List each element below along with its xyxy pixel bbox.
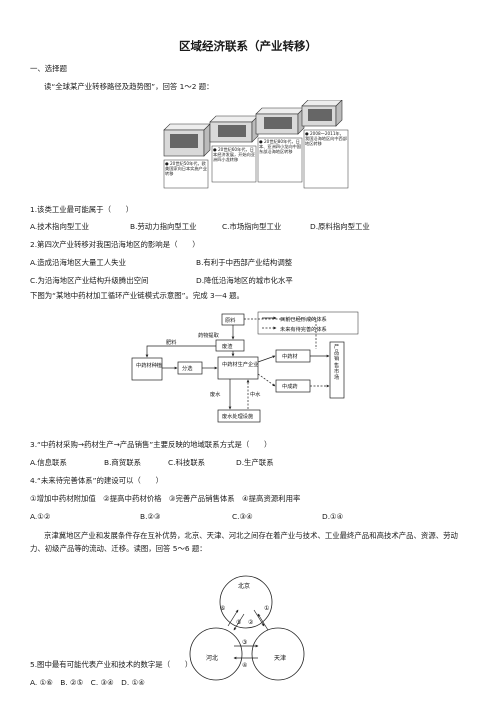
sales-label: 产品销售市场 [334, 344, 340, 382]
arrow-label-6: ⑥ [220, 605, 225, 612]
reclaimed-label: 中水 [250, 390, 261, 398]
stage4-caption: ● 2008～2011年，我国沿海地区向中西部地区转移 [305, 131, 347, 147]
stage1-caption: ● 20世纪50年代，欧美国家向日本实施产业转移 [165, 161, 207, 177]
decoction-label: 中成药 [282, 382, 298, 390]
q5-options: A. ①⑥ B. ②⑤ C. ③④ D. ①④ [30, 678, 145, 687]
sales-box [329, 341, 345, 399]
q4-option-a: A.①② [30, 512, 51, 521]
intro-q5-6: 京津冀地区产业和发展条件存在互补优势，北京、天津、河北之间存在着产业与技术、工业… [30, 531, 458, 553]
intro-q1-2: 读“全球某产业转移路径及趋势图”，回答 1～2 题： [44, 82, 214, 91]
q4-stem: 4.“未来待完善体系”的建设可以（ ） [30, 476, 163, 485]
section-heading: 一、选择题 [30, 64, 67, 73]
tianjin-circle [251, 627, 305, 681]
q2-option-d: D.降低沿海地区的城市化水平 [196, 276, 293, 285]
q2-option-b: B.有利于中西部产业结构调整 [196, 258, 293, 267]
beijing-label: 北京 [238, 582, 250, 590]
waste-label: 废渣 [222, 342, 233, 350]
q3-stem: 3.“中药材采购→药材生产→产品销售”主要反映的地域联系方式是（ ） [30, 440, 272, 449]
herbs-label: 中药材 [282, 352, 298, 360]
arrow-label-2: ② [248, 619, 254, 626]
legend-formed: 目前已经形成的体系 [280, 315, 327, 323]
q4-option-c: C.③④ [232, 512, 253, 521]
q2-stem: 2.第四次产业转移对我国沿海地区的影响是（ ） [30, 240, 200, 249]
arrow-label-5: ⑤ [236, 619, 241, 626]
waste-box [215, 339, 245, 352]
intro-q3-4: 下图为“某地中药材加工循环产业链模式示意图”。完成 3—4 题。 [30, 291, 244, 300]
tianjin-label: 天津 [274, 655, 286, 662]
hebei-label: 河北 [206, 654, 218, 662]
q3-option-a: A.信息联系 [30, 458, 67, 467]
q4-option-b: B.②③ [140, 512, 161, 521]
arrow-label-4: ④ [242, 662, 247, 669]
planting-box [131, 357, 163, 381]
q1-option-d: D.原料指向型工业 [310, 222, 370, 231]
q3-option-c: C.科技联系 [168, 458, 206, 467]
q1-option-a: A.技术指向型工业 [30, 222, 90, 231]
arrow-label-3: ③ [242, 639, 247, 646]
q2-option-c: C.为沿海地区产业结构升级腾出空间 [30, 276, 149, 285]
sorting-label: 分选 [182, 364, 192, 372]
residue-label: 药物提取 [198, 331, 220, 339]
treatment-label: 废水处理设施 [222, 412, 253, 420]
arrow-label-1: ① [264, 605, 269, 612]
hebei-circle [189, 627, 243, 681]
q3-option-b: B.商贸联系 [104, 458, 141, 467]
q2-option-a: A.造成沿海地区大量工人失业 [30, 258, 126, 267]
stage2-caption: ● 20世纪60年代，日本经济发展，开始向亚洲四小龙转移 [213, 147, 255, 163]
jingjinji-figure: 北京 河北 天津 ① ② ③ ④ ⑤ ⑥ [189, 575, 305, 681]
stage3-caption: ● 20世纪80年代，日本、亚洲四小龙向中国东部沿海地区转移 [259, 139, 301, 155]
q1-option-c: C.市场指向型工业 [222, 222, 282, 231]
q5-stem: 5.图中最有可能代表产业和技术的数字是（ ） [30, 660, 193, 669]
beijing-circle [219, 575, 273, 629]
industry-transfer-figure: ● 20世纪50年代，欧美国家向日本实施产业转移 ● 20世纪60年代，日本经济… [163, 100, 349, 189]
producer-label: 中药材生产企业 [222, 360, 258, 368]
wastewater-label: 废水 [210, 390, 221, 398]
q1-stem: 1.该类工业最可能属于（ ） [30, 205, 134, 214]
raw-label: 原料 [225, 316, 235, 324]
q4-choices: ①增加中药材附加值 ②提高中药材价格 ③完善产品销售体系 ④提高资源利用率 [30, 494, 301, 503]
page-title: 区域经济联系（产业转移） [179, 39, 317, 53]
q4-option-d: D.①④ [322, 512, 344, 521]
planting-label: 中药材种植 [136, 361, 162, 369]
producer-box [217, 356, 259, 380]
industry-chain-figure: 原料 药物提取 废渣 肥料 中药材种植 分选 中药材生产企业 废水 中水 废水处… [131, 311, 359, 423]
legend-future: 未来有待完善的体系 [280, 325, 327, 333]
q1-option-b: B.劳动力指向型工业 [130, 222, 197, 231]
q3-option-d: D.生产联系 [236, 458, 274, 467]
treatment-box [217, 409, 261, 423]
fertilizer-label: 肥料 [166, 338, 176, 346]
